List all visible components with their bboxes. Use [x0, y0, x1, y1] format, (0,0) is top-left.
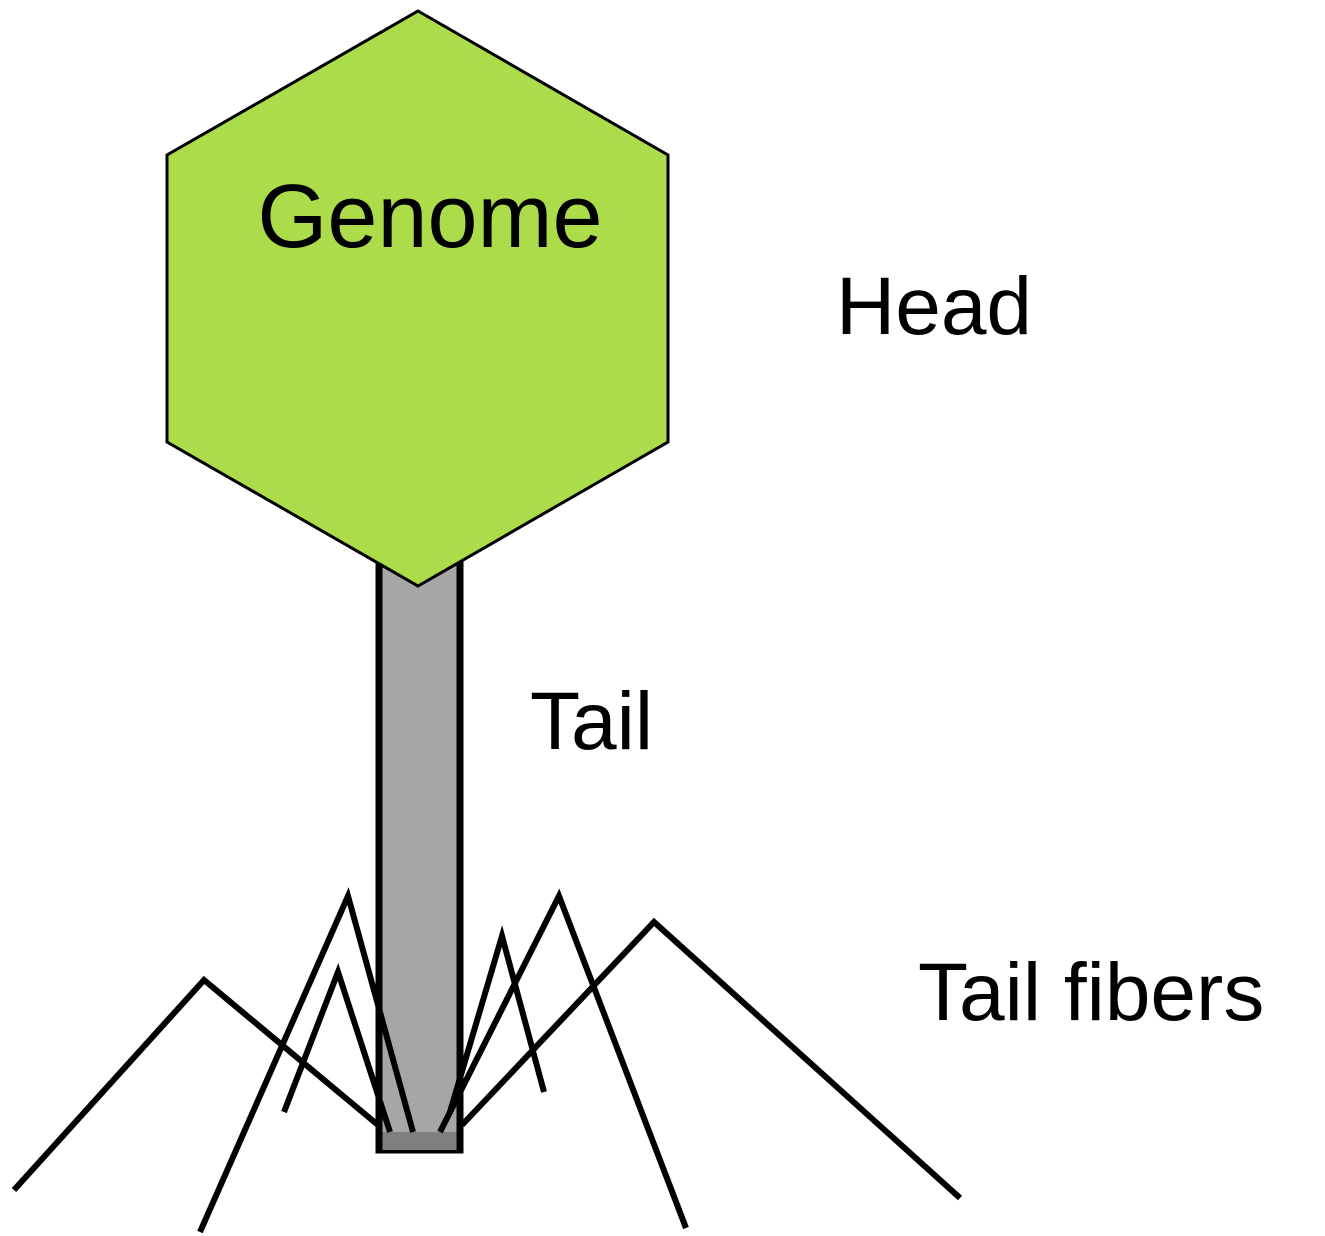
head-capsid — [167, 11, 668, 586]
tail-fibers-label: Tail fibers — [918, 947, 1264, 1038]
head-label: Head — [836, 261, 1032, 352]
baseplate — [379, 1132, 460, 1150]
tail-label: Tail — [530, 676, 653, 767]
tail-fiber-right-long — [440, 896, 686, 1228]
genome-label: Genome — [257, 167, 602, 267]
